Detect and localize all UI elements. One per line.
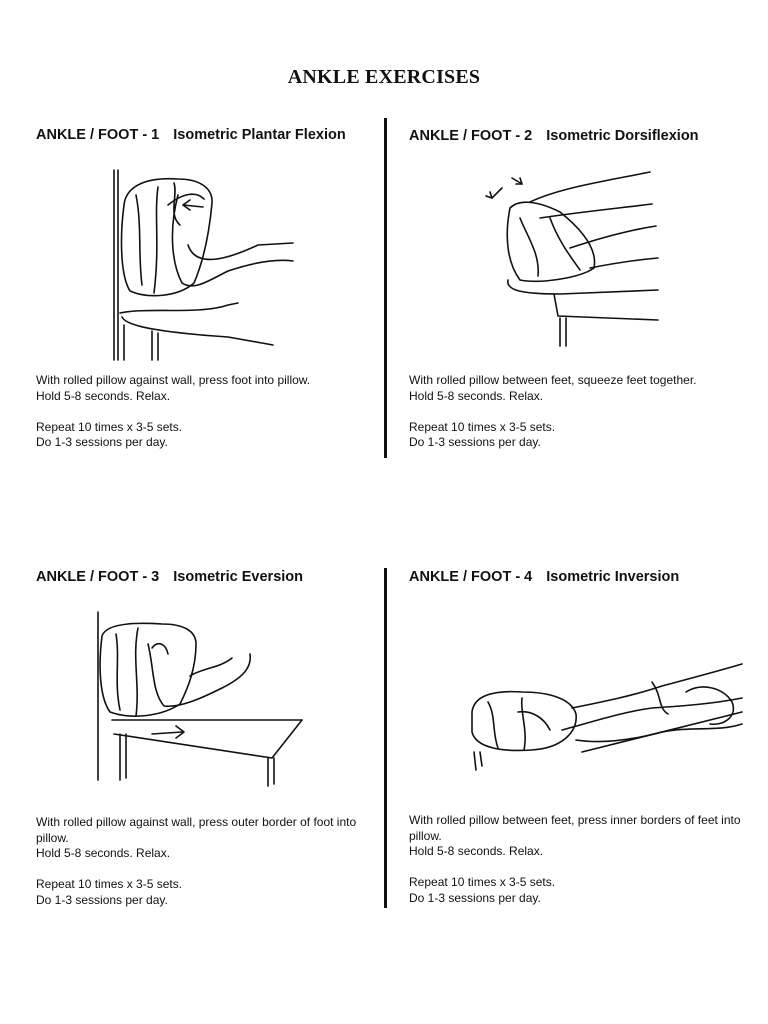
instruction-text: With rolled pillow against wall, press f… <box>36 373 311 387</box>
hold-text: Hold 5-8 seconds. Relax. <box>409 388 544 403</box>
exercise-name: Isometric Dorsiflexion <box>546 128 699 144</box>
exercise-card-4: ANKLE / FOOT - 4 Isometric Inversion <box>409 569 759 585</box>
repeat-text: Repeat 10 times x 3-5 sets. <box>36 419 183 434</box>
exercise-text: With rolled pillow between feet, squeeze… <box>409 373 754 451</box>
sessions-text: Do 1-3 sessions per day. <box>409 435 541 449</box>
repeat-text: Repeat 10 times x 3-5 sets. <box>409 875 556 889</box>
page-title: ANKLE EXERCISES <box>287 66 481 88</box>
repeat-text: Repeat 10 times x 3-5 sets. <box>36 877 183 891</box>
sessions-text: Do 1-3 sessions per day. <box>36 435 168 449</box>
sessions-text: Do 1-3 sessions per day. <box>409 890 541 905</box>
divider-top <box>384 118 387 458</box>
hold-text: Hold 5-8 seconds. Relax. <box>409 844 544 858</box>
exercise-label: ANKLE / FOOT - 4 <box>409 569 533 585</box>
eversion-illustration <box>97 611 303 787</box>
sessions-text: Do 1-3 sessions per day. <box>36 892 168 907</box>
plantar-flexion-illustration <box>113 169 294 361</box>
exercise-name: Isometric Eversion <box>173 569 303 585</box>
inversion-illustration <box>471 663 743 771</box>
instruction-text: With rolled pillow between feet, squeeze… <box>409 373 697 387</box>
exercise-card-1: ANKLE / FOOT - 1 Isometric Plantar Flexio… <box>36 127 386 143</box>
dorsiflexion-illustration <box>485 171 659 347</box>
exercise-label: ANKLE / FOOT - 2 <box>409 128 533 144</box>
hold-text: Hold 5-8 seconds. Relax. <box>36 388 171 403</box>
exercise-heading: ANKLE / FOOT - 1 Isometric Plantar Flexio… <box>36 127 386 143</box>
repeat-text: Repeat 10 times x 3-5 sets. <box>409 419 556 434</box>
hold-text: Hold 5-8 seconds. Relax. <box>36 846 171 860</box>
exercise-label: ANKLE / FOOT - 1 <box>36 127 160 143</box>
exercise-heading: ANKLE / FOOT - 3 Isometric Eversion <box>36 569 386 585</box>
exercise-text: With rolled pillow against wall, press o… <box>36 815 381 908</box>
exercise-label: ANKLE / FOOT - 3 <box>36 569 160 585</box>
instruction-text: With rolled pillow between feet, press i… <box>409 813 741 843</box>
exercise-name: Isometric Plantar Flexion <box>173 127 346 143</box>
exercise-heading: ANKLE / FOOT - 4 Isometric Inversion <box>409 569 759 585</box>
exercise-text: With rolled pillow against wall, press f… <box>36 373 381 451</box>
exercise-text: With rolled pillow between feet, press i… <box>409 813 754 906</box>
exercise-name: Isometric Inversion <box>546 569 680 585</box>
instruction-text: With rolled pillow against wall, press o… <box>36 815 357 845</box>
exercise-card-3: ANKLE / FOOT - 3 Isometric Eversion <box>36 569 386 585</box>
divider-bottom <box>384 568 387 908</box>
exercise-heading: ANKLE / FOOT - 2 Isometric Dorsiflexion <box>409 128 759 144</box>
exercise-card-2: ANKLE / FOOT - 2 Isometric Dorsiflexion <box>409 128 759 144</box>
